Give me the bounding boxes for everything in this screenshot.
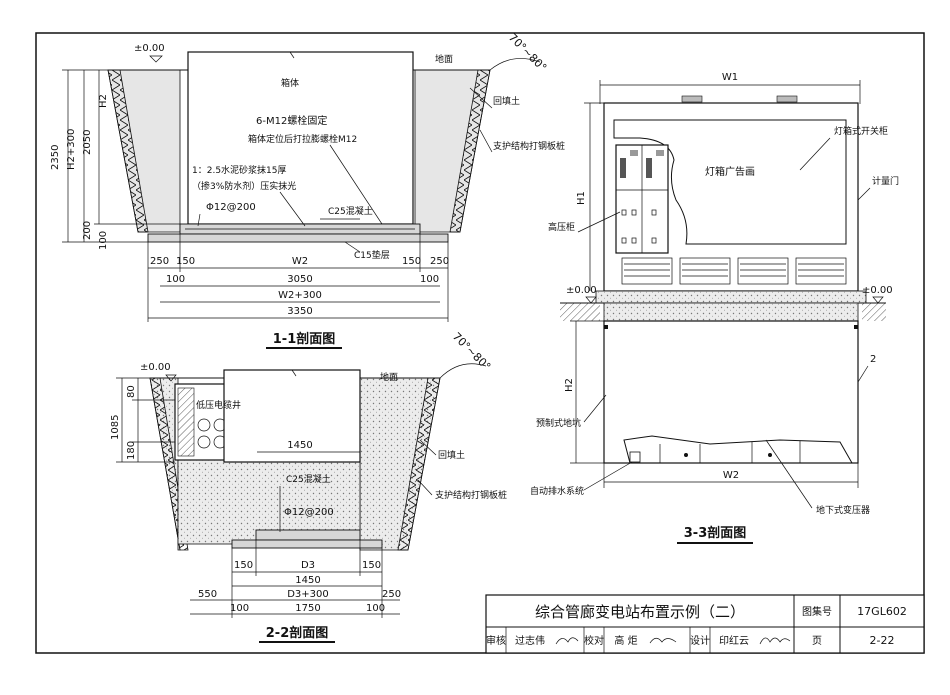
- lightbox-ad-label: 灯箱广告画: [705, 165, 755, 178]
- box-body: [187, 51, 414, 225]
- page-number: 2-22: [870, 634, 895, 647]
- backfill-label-2-2: 回填土: [438, 449, 465, 461]
- cable-well-label: 低压电缆井: [196, 399, 241, 411]
- dim-250-2-2: 250: [382, 589, 401, 600]
- ground-label-2-2: 地面: [380, 371, 398, 383]
- dim-150-left-1-1: 150: [176, 256, 195, 267]
- dim-250-left-1-1: 250: [150, 256, 169, 267]
- dim-250-right-1-1: 250: [430, 256, 449, 267]
- bolt-note-2: 箱体定位后打拉膨螺栓M12: [248, 133, 357, 145]
- dim-1085: 1085: [110, 415, 121, 440]
- section-2-2: ±0.00 地面 低压电缆井 1450 回填土 支护结构打钢板桩 70°~80°…: [110, 330, 507, 643]
- dim-100-right-2-2: 100: [366, 603, 385, 614]
- dim-h1: H1: [576, 191, 587, 205]
- reviewer-signature: [555, 637, 579, 645]
- transformer-body: [623, 435, 853, 464]
- c15-label-1-1: C15垫层: [354, 249, 390, 261]
- dim-h2-300: H2+300: [66, 129, 77, 170]
- c25-slab-2-2: [255, 529, 361, 541]
- piles-label-1-1: 支护结构打钢板桩: [493, 140, 565, 152]
- rebar-label-1-1: Φ12@200: [206, 202, 256, 213]
- sheet-border: [35, 32, 925, 654]
- elev-zero-1-1: ±0.00: [134, 43, 165, 54]
- reviewer-name: 过志伟: [515, 634, 545, 647]
- title-block: 综合管廊变电站布置示例（二） 图集号 17GL602 审核 过志伟 校对 高 炬…: [485, 594, 925, 654]
- atlas-number: 17GL602: [857, 605, 907, 618]
- dim-3050: 3050: [287, 274, 312, 285]
- mortar-note-2: （掺3%防水剂）压实抹光: [192, 180, 296, 192]
- section-3-3: W1: [530, 72, 899, 544]
- dim-2050: 2050: [82, 130, 93, 155]
- design-label: 设计: [690, 634, 710, 647]
- elev-right-3-3: ±0.00: [862, 285, 893, 296]
- page-label: 页: [812, 635, 822, 647]
- dim-2350: 2350: [50, 145, 61, 170]
- c25-label-1-1: C25混凝土: [328, 205, 373, 217]
- dim-150-right-1-1: 150: [402, 256, 421, 267]
- label-2: 2: [870, 354, 876, 365]
- checker-signature: [649, 637, 677, 644]
- check-label: 校对: [584, 634, 604, 647]
- dim-100-left-2-2: 100: [230, 603, 249, 614]
- dim-100-1-1: 100: [98, 231, 109, 250]
- dim-d3-300: D3+300: [287, 589, 329, 600]
- dim-100-right-1-1: 100: [420, 274, 439, 285]
- dim-100-left-1-1: 100: [166, 274, 185, 285]
- dim-80: 80: [126, 385, 137, 398]
- transformer-label: 地下式变压器: [816, 504, 870, 516]
- dim-3350: 3350: [287, 306, 312, 317]
- dim-1750: 1750: [295, 603, 320, 614]
- slope-angle-1-1: 70°~80°: [506, 31, 549, 74]
- meter-door-label: 计量门: [872, 175, 899, 187]
- review-label: 审核: [486, 634, 506, 647]
- switch-cabinet-label: 灯箱式开关柜: [834, 125, 888, 137]
- dim-h2-3-3: H2: [564, 378, 575, 392]
- c25-label-2-2: C25混凝土: [286, 473, 331, 485]
- piles-label-2-2: 支护结构打钢板桩: [435, 489, 507, 501]
- dim-180: 180: [126, 441, 137, 460]
- section-3-3-title: 3-3剖面图: [684, 525, 747, 541]
- dim-w2-300: W2+300: [278, 290, 322, 301]
- dim-w2-1-1: W2: [292, 256, 308, 267]
- lightbox-panel: [613, 119, 847, 245]
- bolt-note-1: 6-M12螺栓固定: [256, 114, 327, 127]
- cushion-2-2: [231, 539, 383, 549]
- checker-name: 高 炬: [614, 634, 637, 647]
- mortar-note-1: 1：2.5水泥砂浆抹15厚: [192, 164, 287, 176]
- dim-h2-1-1: H2: [98, 94, 109, 108]
- c15-cushion-1-1: [147, 233, 449, 243]
- atlas-label: 图集号: [802, 605, 832, 618]
- dim-200: 200: [82, 221, 93, 240]
- dim-d3: D3: [301, 560, 315, 571]
- elev-left-3-3: ±0.00: [566, 285, 597, 296]
- louvres: [621, 257, 847, 285]
- dim-150-left-2-2: 150: [234, 560, 253, 571]
- section-1-1-title: 1-1剖面图: [273, 331, 336, 347]
- dim-550: 550: [198, 589, 217, 600]
- dim-1450-top: 1450: [287, 440, 312, 451]
- box-body-2-2: [223, 369, 361, 463]
- section-1-1: ±0.00 地面 箱体 回填土 支护结构打钢板桩 70°~80° 6-M12螺栓…: [50, 31, 565, 349]
- prefab-pit-label: 预制式地坑: [536, 417, 581, 429]
- section-2-2-title: 2-2剖面图: [266, 625, 329, 641]
- prefab-pit: [603, 320, 859, 464]
- designer-name: 印红云: [719, 634, 749, 647]
- drain-label: 自动排水系统: [530, 485, 584, 497]
- elev-zero-2-2: ±0.00: [140, 362, 171, 373]
- drawing-title: 综合管廊变电站布置示例（二）: [535, 603, 745, 621]
- hv-cabinet-label: 高压柜: [548, 221, 575, 233]
- backfill-label-1-1: 回填土: [493, 95, 520, 107]
- dim-w2-3-3: W2: [723, 470, 739, 481]
- dim-1450-2-2: 1450: [295, 575, 320, 586]
- box-label: 箱体: [281, 77, 299, 89]
- dim-w1: W1: [722, 72, 738, 83]
- dim-150-right-2-2: 150: [362, 560, 381, 571]
- designer-signature: [759, 637, 791, 645]
- ground-label-1-1: 地面: [435, 53, 453, 65]
- rebar-label-2-2: Φ12@200: [284, 507, 334, 518]
